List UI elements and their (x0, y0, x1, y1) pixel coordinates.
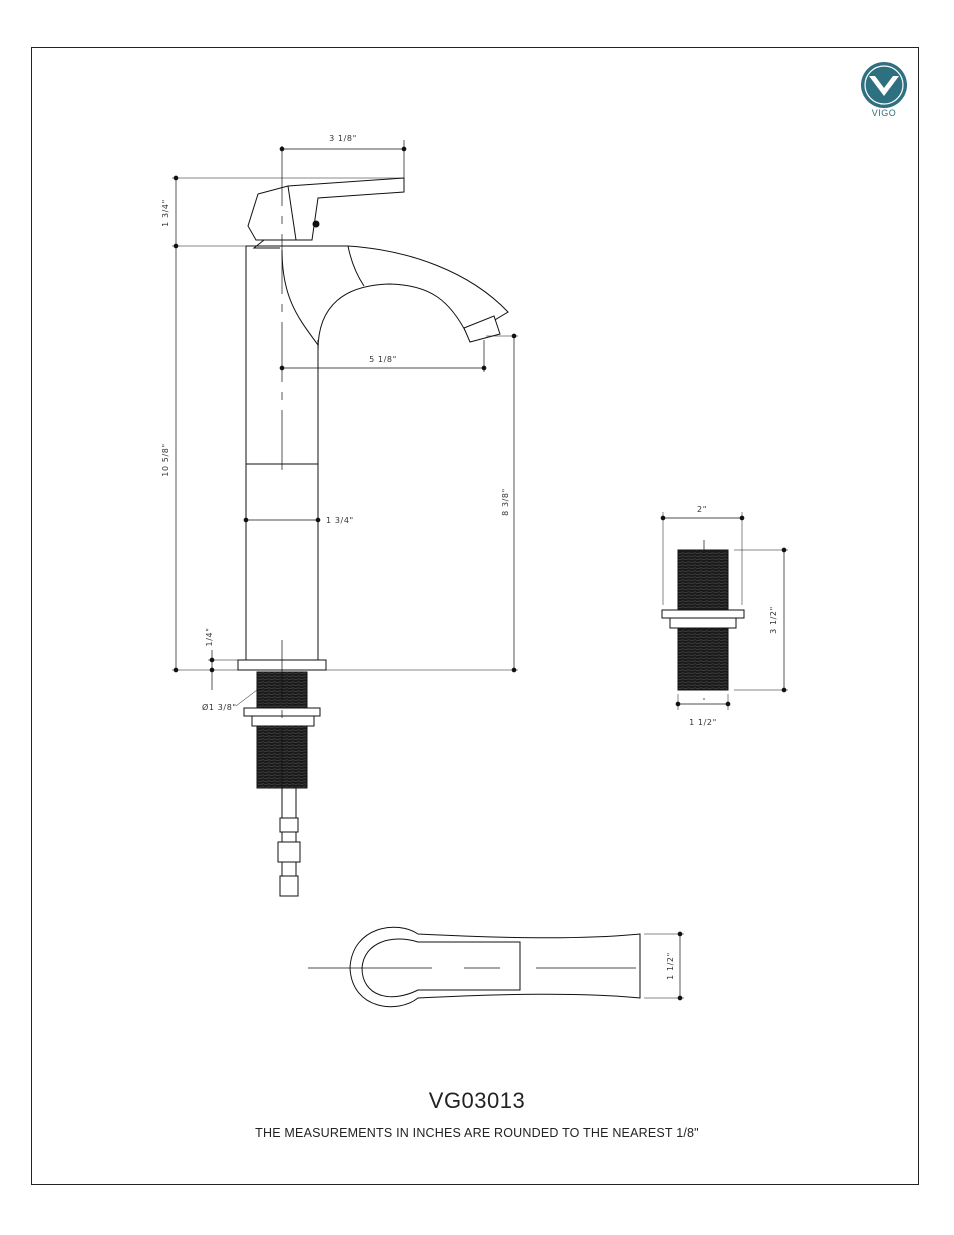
dim-mount-height: 3 1/2" (769, 606, 778, 634)
dim-body-width: 1 3/4" (326, 516, 354, 525)
top-view-dimension (644, 931, 684, 1001)
dim-handle-height: 1 3/4" (161, 199, 170, 227)
mounting-dimensions (660, 512, 788, 710)
dim-base-thickness: 1/4" (205, 628, 214, 647)
center-lines (281, 146, 705, 790)
dim-shank-diameter: 1 1/2" (689, 718, 717, 727)
model-number: VG03013 (428, 1088, 526, 1113)
drawing-border (31, 47, 919, 1185)
dimension-lines (172, 140, 518, 707)
dim-spout-reach: 5 1/8" (369, 355, 397, 364)
logo-text: VIGO (872, 108, 897, 118)
measurement-note: THE MEASUREMENTS IN INCHES ARE ROUNDED T… (255, 1126, 699, 1140)
dim-handle-reach: 3 1/8" (329, 134, 357, 143)
dim-total-height: 10 5/8" (161, 443, 170, 476)
dim-top-view-width: 1 1/2" (666, 952, 675, 980)
dim-mount-width: 2" (697, 505, 707, 514)
mounting-shank-detail (661, 549, 745, 691)
dim-hole-diameter: Ø1 3/8" (202, 702, 237, 712)
dim-spout-height: 8 3/8" (501, 488, 510, 516)
vigo-logo: VIGO (861, 62, 907, 118)
faucet-side-view (237, 177, 509, 897)
handle-top-view (308, 926, 641, 1008)
